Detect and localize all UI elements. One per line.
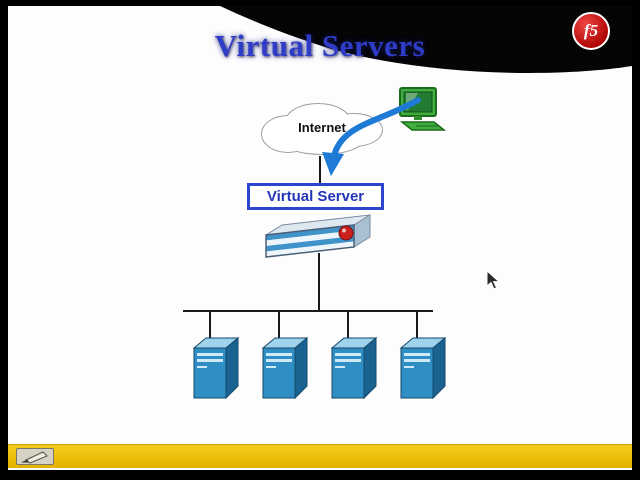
server-tower-icon <box>399 336 447 400</box>
internet-label: Internet <box>298 120 346 135</box>
server-tower-icon <box>330 336 378 400</box>
drop-line-2 <box>278 312 280 338</box>
slide-canvas: f5 Virtual Servers Internet <box>8 6 632 470</box>
connector-cloud-to-virtual-server <box>319 156 321 184</box>
pen-tool-button[interactable] <box>16 448 54 465</box>
f5-logo-icon: f5 <box>572 12 610 50</box>
header-swoosh-shape <box>220 6 632 73</box>
server-tower-icon <box>192 336 240 400</box>
traffic-arrow-icon <box>322 97 421 176</box>
connector-appliance-to-bus <box>318 253 320 311</box>
pencil-icon <box>21 451 48 464</box>
virtual-server-box: Virtual Server <box>247 183 384 210</box>
drop-line-4 <box>416 312 418 338</box>
network-bus-line <box>183 310 433 312</box>
slide-title: Virtual Servers <box>214 28 426 63</box>
f5-logo-text: f5 <box>583 20 599 40</box>
client-computer-icon <box>399 87 447 131</box>
drop-line-3 <box>347 312 349 338</box>
bottom-toolbar <box>8 444 632 468</box>
mouse-cursor-icon <box>486 270 501 290</box>
virtual-server-label: Virtual Server <box>266 188 365 205</box>
server-tower-icon <box>261 336 309 400</box>
drop-line-1 <box>209 312 211 338</box>
bigip-appliance-icon <box>265 214 371 258</box>
